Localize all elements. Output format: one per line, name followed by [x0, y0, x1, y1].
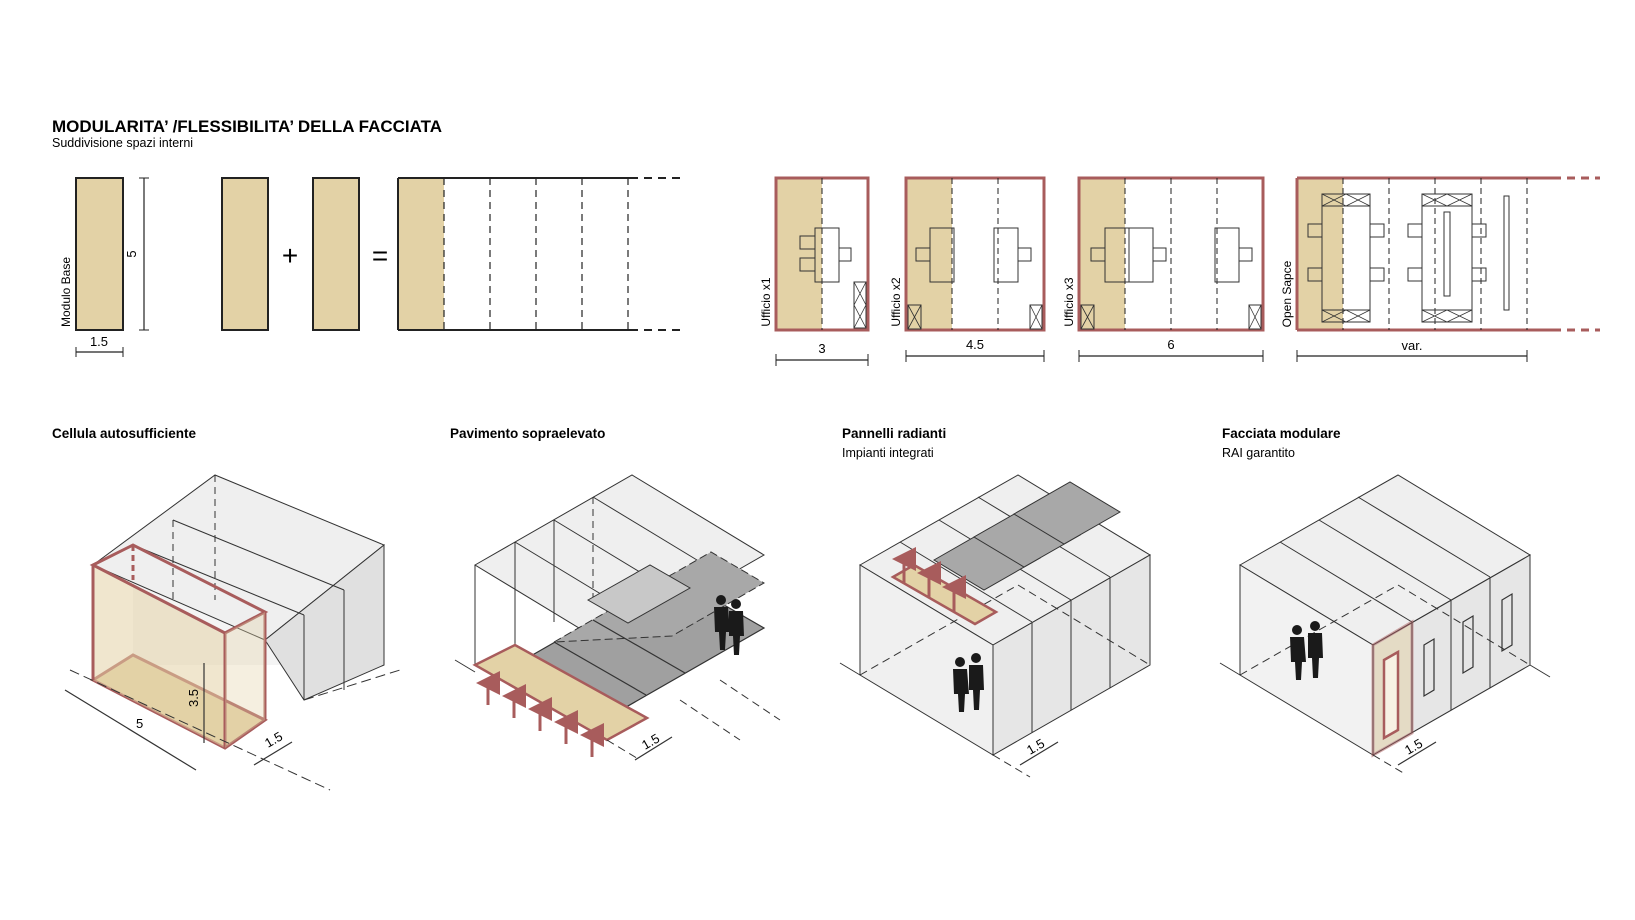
- module-height-label: 5: [124, 250, 139, 257]
- plus-sign: +: [282, 240, 298, 271]
- iso3-dim-width: 1.5: [1024, 736, 1047, 758]
- module-base-diagram: 5 1.5 Modulo Base: [59, 177, 149, 357]
- plan-open-space: Open Sapce var.: [1280, 176, 1600, 362]
- iso-pannelli-radianti: 1.5: [839, 474, 1151, 778]
- iso1-dim-height: 3.5: [186, 689, 201, 707]
- iso-facciata-modulare: 1.5: [1219, 474, 1551, 775]
- plan-label-ufficio-x1: Ufficio x1: [759, 277, 773, 326]
- people-silhouette: [953, 653, 984, 712]
- page-title: MODULARITA’ /FLESSIBILITA’ DELLA FACCIAT…: [52, 117, 442, 136]
- plan-label-ufficio-x3: Ufficio x3: [1062, 277, 1076, 326]
- iso-subtitle-pannelli: Impianti integrati: [842, 446, 934, 460]
- iso4-dim-width: 1.5: [1402, 736, 1425, 758]
- plan-ufficio-x1: Ufficio x1 3: [759, 176, 870, 366]
- module-panel-a: [221, 177, 269, 331]
- iso-title-facciata: Facciata modulare: [1222, 426, 1341, 441]
- page-subtitle: Suddivisione spazi interni: [52, 136, 193, 150]
- module-sum-diagram: + =: [221, 177, 680, 331]
- iso1-dim-length: 5: [136, 716, 143, 731]
- module-result-first: [398, 178, 444, 330]
- plan-ufficio-x3: Ufficio x3 6: [1062, 176, 1265, 362]
- iso-title-pannelli: Pannelli radianti: [842, 426, 946, 441]
- equals-sign: =: [372, 240, 388, 271]
- iso-title-pavimento: Pavimento sopraelevato: [450, 426, 605, 441]
- plan-width-ufficio-x2: 4.5: [966, 337, 984, 352]
- iso-cellula-autosufficiente: 5 3.5 1.5: [64, 474, 401, 791]
- iso1-dim-width: 1.5: [262, 729, 285, 751]
- module-base-panel: [75, 177, 124, 331]
- plan-width-ufficio-x1: 3: [818, 341, 825, 356]
- people-silhouette: [714, 595, 744, 655]
- plan-width-open-space: var.: [1402, 338, 1423, 353]
- module-base-label: Modulo Base: [59, 257, 73, 327]
- iso2-dim-width: 1.5: [639, 731, 662, 753]
- module-panel-b: [312, 177, 360, 331]
- module-width-label: 1.5: [90, 334, 108, 349]
- iso-subtitle-facciata: RAI garantito: [1222, 446, 1295, 460]
- iso-title-cellula: Cellula autosufficiente: [52, 426, 197, 441]
- plan-width-ufficio-x3: 6: [1167, 337, 1174, 352]
- plan-label-open-space: Open Sapce: [1280, 260, 1294, 327]
- plan-ufficio-x2: Ufficio x2 4.5: [889, 176, 1046, 362]
- plan-label-ufficio-x2: Ufficio x2: [889, 277, 903, 326]
- iso-pavimento-sopraelevato: 1.5: [454, 474, 781, 761]
- people-silhouette: [1290, 621, 1323, 680]
